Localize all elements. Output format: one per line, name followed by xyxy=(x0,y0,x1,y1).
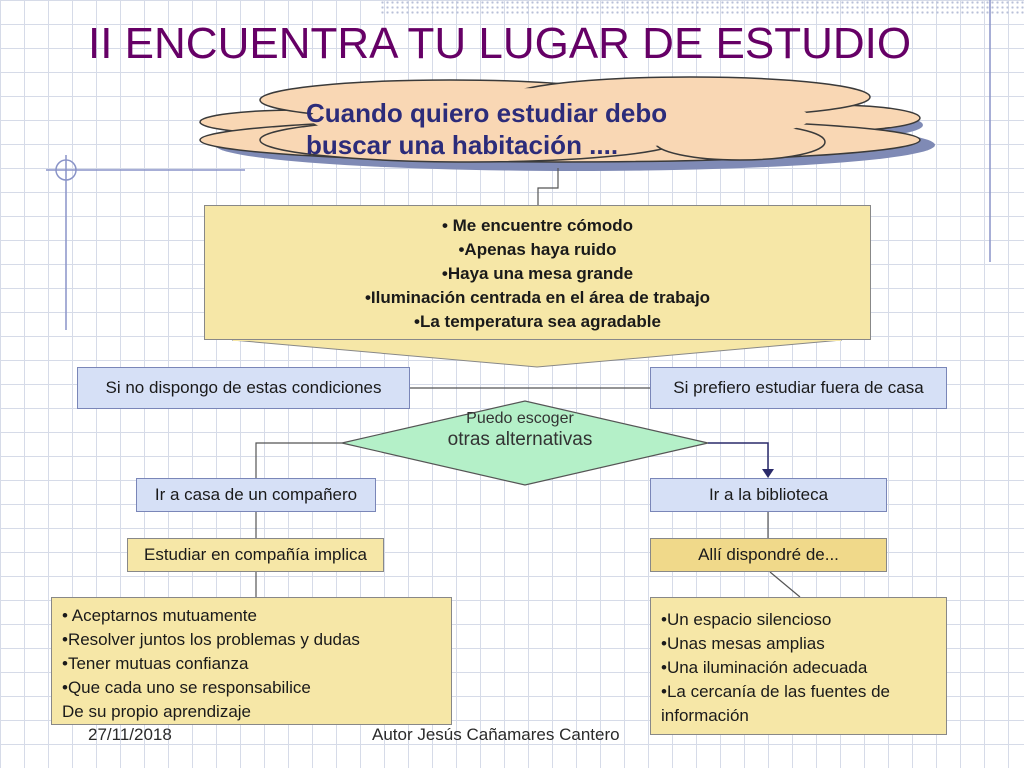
option-friend-house: Ir a casa de un compañero xyxy=(136,478,376,512)
decorative-dot-band xyxy=(380,0,1024,14)
cloud-shape-fill xyxy=(199,76,921,163)
library-features-list: •Un espacio silencioso •Unas mesas ampli… xyxy=(650,597,947,735)
list-item: •Tener mutuas confianza xyxy=(62,654,249,673)
list-item: •Un espacio silencioso xyxy=(661,610,832,629)
study-outside-box: Si prefiero estudiar fuera de casa xyxy=(650,367,947,409)
condition-item: •Apenas haya ruido xyxy=(458,240,617,259)
option-library: Ir a la biblioteca xyxy=(650,478,887,512)
list-item: •Que cada uno se responsabilice xyxy=(62,678,311,697)
library-offers-box: Allí dispondré de... xyxy=(650,538,887,572)
list-item: •La cercanía de las fuentes de xyxy=(661,682,890,701)
cloud-line-1: Cuando quiero estudiar debo xyxy=(306,98,668,128)
decision-label: Puedo escoger otras alternativas xyxy=(420,410,620,452)
page-title: II ENCUENTRA TU LUGAR DE ESTUDIO xyxy=(88,19,912,68)
footer-author: Autor Jesús Cañamares Cantero xyxy=(372,725,620,744)
list-item: •Resolver juntos los problemas y dudas xyxy=(62,630,360,649)
condition-item: •Haya una mesa grande xyxy=(441,264,634,283)
company-benefits-list: • Aceptarnos mutuamente •Resolver juntos… xyxy=(51,597,452,725)
no-conditions-box: Si no dispongo de estas condiciones xyxy=(77,367,410,409)
cloud-question: Cuando quiero estudiar debo buscar una h… xyxy=(306,97,776,161)
conditions-box: • Me encuentre cómodo •Apenas haya ruido… xyxy=(204,205,871,340)
list-item: •Unas mesas amplias xyxy=(661,634,825,653)
list-item: •Una iluminación adecuada xyxy=(661,658,868,677)
crosshair-decoration xyxy=(46,155,245,330)
list-item: información xyxy=(661,706,749,725)
cloud-line-2: buscar una habitación .... xyxy=(306,130,619,160)
condition-item: •Iluminación centrada en el área de trab… xyxy=(364,288,711,307)
list-item: De su propio aprendizaje xyxy=(62,702,252,721)
condition-item: •La temperatura sea agradable xyxy=(414,312,661,331)
decision-line-2: otras alternativas xyxy=(447,429,593,450)
decision-line-1: Puedo escoger xyxy=(466,410,574,427)
list-item: • Aceptarnos mutuamente xyxy=(62,606,257,625)
company-implies-box: Estudiar en compañía implica xyxy=(127,538,384,572)
footer-date: 27/11/2018 xyxy=(88,725,172,744)
condition-item: • Me encuentre cómodo xyxy=(441,216,634,235)
